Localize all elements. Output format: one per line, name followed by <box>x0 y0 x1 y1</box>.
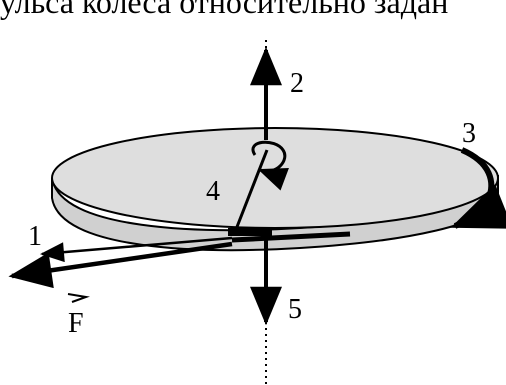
label-3: 3 <box>462 118 476 149</box>
label-f: F <box>68 308 84 339</box>
rotation-arrow-center <box>251 140 289 191</box>
f-vector-mark <box>67 293 90 303</box>
force-line <box>231 231 351 243</box>
label-4: 4 <box>206 176 220 207</box>
header-crop: ульса колеса относительно задан <box>0 0 506 26</box>
header-text: ульса колеса относительно задан <box>0 0 449 20</box>
label-2: 2 <box>290 68 304 99</box>
contact-plate <box>228 228 272 236</box>
rotation-arrow-3 <box>450 147 506 229</box>
label-1: 1 <box>28 221 42 252</box>
vector-f <box>8 241 233 289</box>
radius-line-4 <box>233 149 269 233</box>
label-5: 5 <box>288 294 302 325</box>
vector-1 <box>40 236 233 263</box>
